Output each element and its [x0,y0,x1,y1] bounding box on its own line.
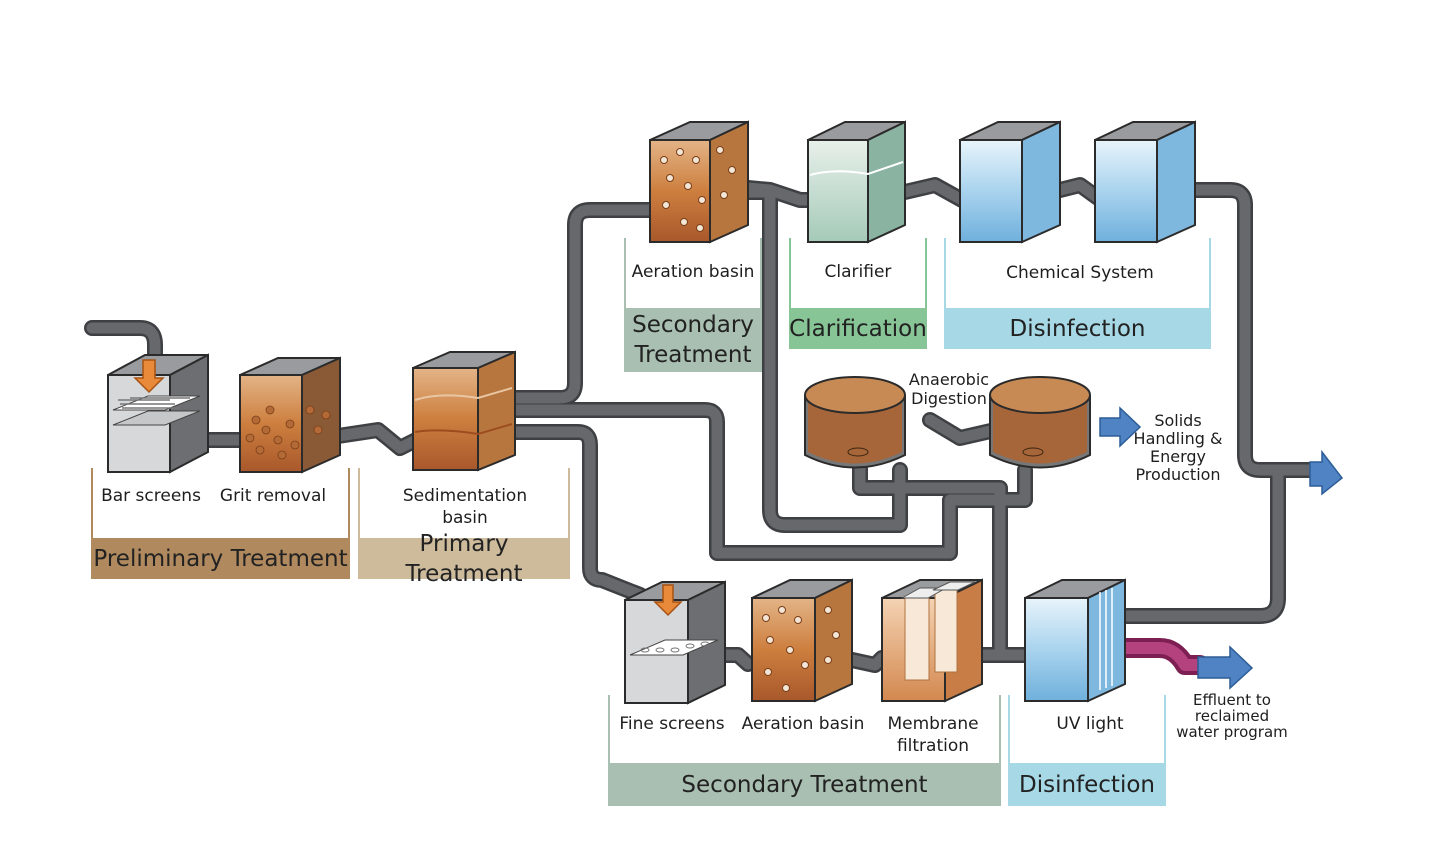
label-effluent: Effluent to reclaimed water program [1176,691,1288,741]
label-anaerobic-digestion: Anaerobic Digestion [908,370,990,408]
stage-primary: Primary Treatment [358,531,570,587]
primary-bracket [358,468,570,540]
label-bar-screens: Bar screens [101,486,201,506]
stage-clarification: Clarification [789,308,927,349]
label-solids-handling: Solids Handling & Energy Production [1133,411,1223,484]
stage-secondary-top: Secondary Treatment [624,308,762,372]
label-aeration-basin-top: Aeration basin [631,262,755,282]
secondary-top-bracket [624,238,762,310]
grit-removal-tank [239,356,341,474]
chemical-system-tank-1 [959,120,1061,244]
effluent-output-arrow [1197,645,1254,690]
stage-disinfection-bottom: Disinfection [1008,763,1166,806]
disinfection-bottom-bracket [1008,695,1166,765]
aeration-basin-top-tank [649,120,749,244]
secondary-bottom-bracket [608,695,1001,765]
anaerobic-digester-2 [989,376,1091,469]
membrane-filtration-tank [881,578,983,703]
clarification-bracket [789,238,927,310]
fine-screens-tank [624,580,726,705]
label-clarifier: Clarifier [824,262,892,282]
aeration-basin-bottom-tank [751,578,853,703]
stage-disinfection-top: Disinfection [944,308,1211,349]
label-grit-removal: Grit removal [219,486,327,506]
bar-screens-tank [107,353,209,474]
final-output-arrow [1309,449,1344,496]
inflow-arrow [133,359,165,394]
label-aeration-basin-bottom: Aeration basin [741,714,865,734]
solids-output-arrow [1099,406,1142,448]
chemical-system-tank-2 [1094,120,1196,244]
label-chemical-system: Chemical System [1006,263,1154,283]
stage-preliminary: Preliminary Treatment [91,538,350,579]
uv-light-tank [1024,578,1126,703]
stage-secondary-bottom: Secondary Treatment [608,763,1001,806]
label-membrane-filtration: Membrane filtration [887,714,979,756]
clarifier-tank [807,120,906,244]
pipe-network [84,177,1323,675]
preliminary-bracket [91,468,350,540]
sedimentation-basin-tank [412,350,516,472]
disinfection-top-bracket [944,238,1211,310]
anaerobic-digester-1 [804,376,906,469]
label-sedimentation-basin: Sedimentation basin [402,486,528,528]
label-uv-light: UV light [1056,714,1124,734]
label-fine-screens: Fine screens [619,714,725,734]
